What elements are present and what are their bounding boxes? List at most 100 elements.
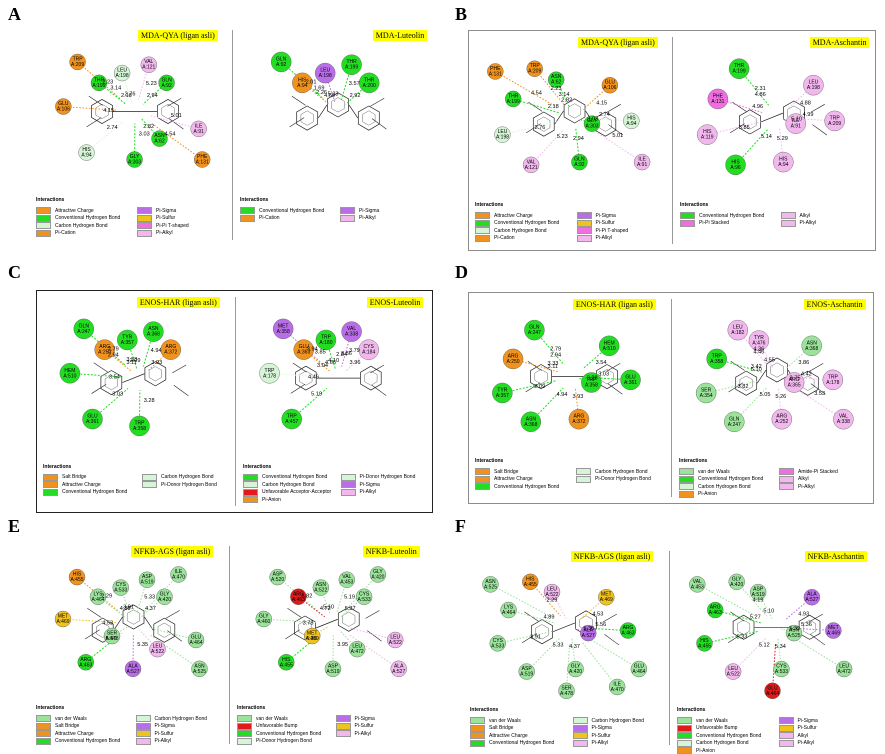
residue-circle: [500, 601, 517, 619]
distance-label: 4.37: [145, 606, 156, 612]
ligand-bond: [730, 360, 745, 371]
legend-item: Pi-Cation: [240, 214, 280, 222]
residue-label: A:358: [277, 329, 290, 335]
legend-item: van der Waals: [36, 715, 87, 722]
distance-label: 5.23: [328, 91, 339, 97]
ligand-ring: [530, 364, 552, 390]
interaction-line: [144, 574, 179, 612]
interaction-line: [263, 618, 317, 623]
legend-label: Pi-Alkyl: [154, 738, 172, 744]
residue-label: A:91: [637, 162, 648, 168]
ligand-bond: [525, 123, 541, 134]
legend-item: Pi-Alkyl: [335, 730, 371, 737]
legend-item: Conventional Hydrogen Bond: [679, 475, 763, 483]
interaction-line: [579, 596, 607, 621]
residue-label: VAL: [144, 59, 153, 65]
residue-label: A:372: [164, 350, 177, 356]
distance-label: 5.56: [595, 622, 606, 628]
distance-label: 3.93: [151, 360, 162, 366]
residue-label: ARG: [165, 344, 176, 350]
legend-item: Carbon Hydrogen Bond: [135, 715, 207, 722]
ligand-ring-inner: [739, 375, 753, 391]
residue-label: ASN: [551, 74, 562, 80]
ligand-bond: [730, 611, 745, 622]
legend-item: Pi-Alkyl: [340, 214, 376, 222]
distance-label: 3.53: [814, 391, 825, 397]
ligand-structure: [290, 362, 387, 396]
residue-circle: [502, 348, 524, 370]
residue-circle: [312, 579, 330, 596]
residue-circle: [494, 126, 511, 143]
residue-circle: [140, 56, 158, 73]
residue-label: A:94: [626, 121, 637, 127]
ligand-bond: [729, 123, 745, 134]
legend-label: Conventional Hydrogen Bond: [259, 207, 325, 214]
residue-label: MET: [278, 323, 289, 329]
residue-circle: [524, 319, 545, 341]
interaction-line: [706, 380, 760, 394]
residue-label: A:522: [314, 588, 327, 594]
residue-label: TRP: [530, 63, 541, 69]
legend-title: Interactions: [679, 458, 708, 464]
legend-swatch: [677, 739, 692, 747]
legend-label: Pi-Donor Hydrogen Bond: [359, 474, 416, 481]
right-complex-title: MDA-Aschantin: [809, 37, 870, 48]
ligand-bond: [370, 364, 385, 374]
distance-label: 3.91: [530, 634, 541, 640]
legend-label: Pi-Sigma: [154, 723, 175, 729]
residue-label: SER: [701, 387, 712, 393]
residue-label: ASN: [194, 663, 205, 669]
interaction-line: [497, 630, 553, 644]
ligand-structure: [285, 606, 382, 642]
interaction-line: [704, 630, 759, 644]
ligand-bond: [371, 118, 387, 130]
ligand-bond: [172, 364, 187, 374]
residue-label: THR: [734, 63, 745, 69]
residue-circle: [191, 660, 208, 678]
residue-circle: [292, 72, 313, 94]
legend-item: Salt Bridge: [470, 724, 513, 732]
legend-item: Unfavorable Bump: [677, 724, 737, 732]
distance-label: 4.55: [764, 358, 775, 364]
residue-label: TRP: [265, 368, 276, 374]
ligand-ring: [798, 614, 821, 640]
distance-label: 2.01: [306, 80, 317, 86]
residue-label: A:178: [263, 373, 276, 379]
legend-title: Interactions: [680, 202, 709, 209]
distance-label: 3.86: [798, 360, 809, 366]
residue-label: A:368: [805, 346, 818, 352]
ligand-bond: [810, 383, 826, 395]
ligand-bond: [88, 95, 103, 106]
distance-label: 4.15: [103, 108, 114, 114]
residue-label: ALA: [394, 663, 404, 669]
residue-circle: [54, 610, 72, 628]
distance-label: 3.28: [144, 398, 155, 404]
legend-label: Pi-Cation: [55, 230, 76, 237]
ligand-bond: [812, 124, 828, 136]
ligand-bond: [522, 633, 537, 643]
legend-item: Pi-Sigma: [137, 207, 176, 215]
residue-label: VAL: [527, 159, 536, 165]
residue-label: A:368: [524, 422, 537, 428]
distance-label: 4.89: [544, 615, 555, 621]
distance-label: 4.53: [102, 620, 113, 626]
residue-label: TRP: [828, 374, 839, 380]
residue-circle: [281, 408, 302, 430]
ligand-ring-inner: [770, 362, 784, 378]
residue-label: A:92: [276, 62, 287, 68]
residue-label: HIS: [700, 638, 709, 644]
